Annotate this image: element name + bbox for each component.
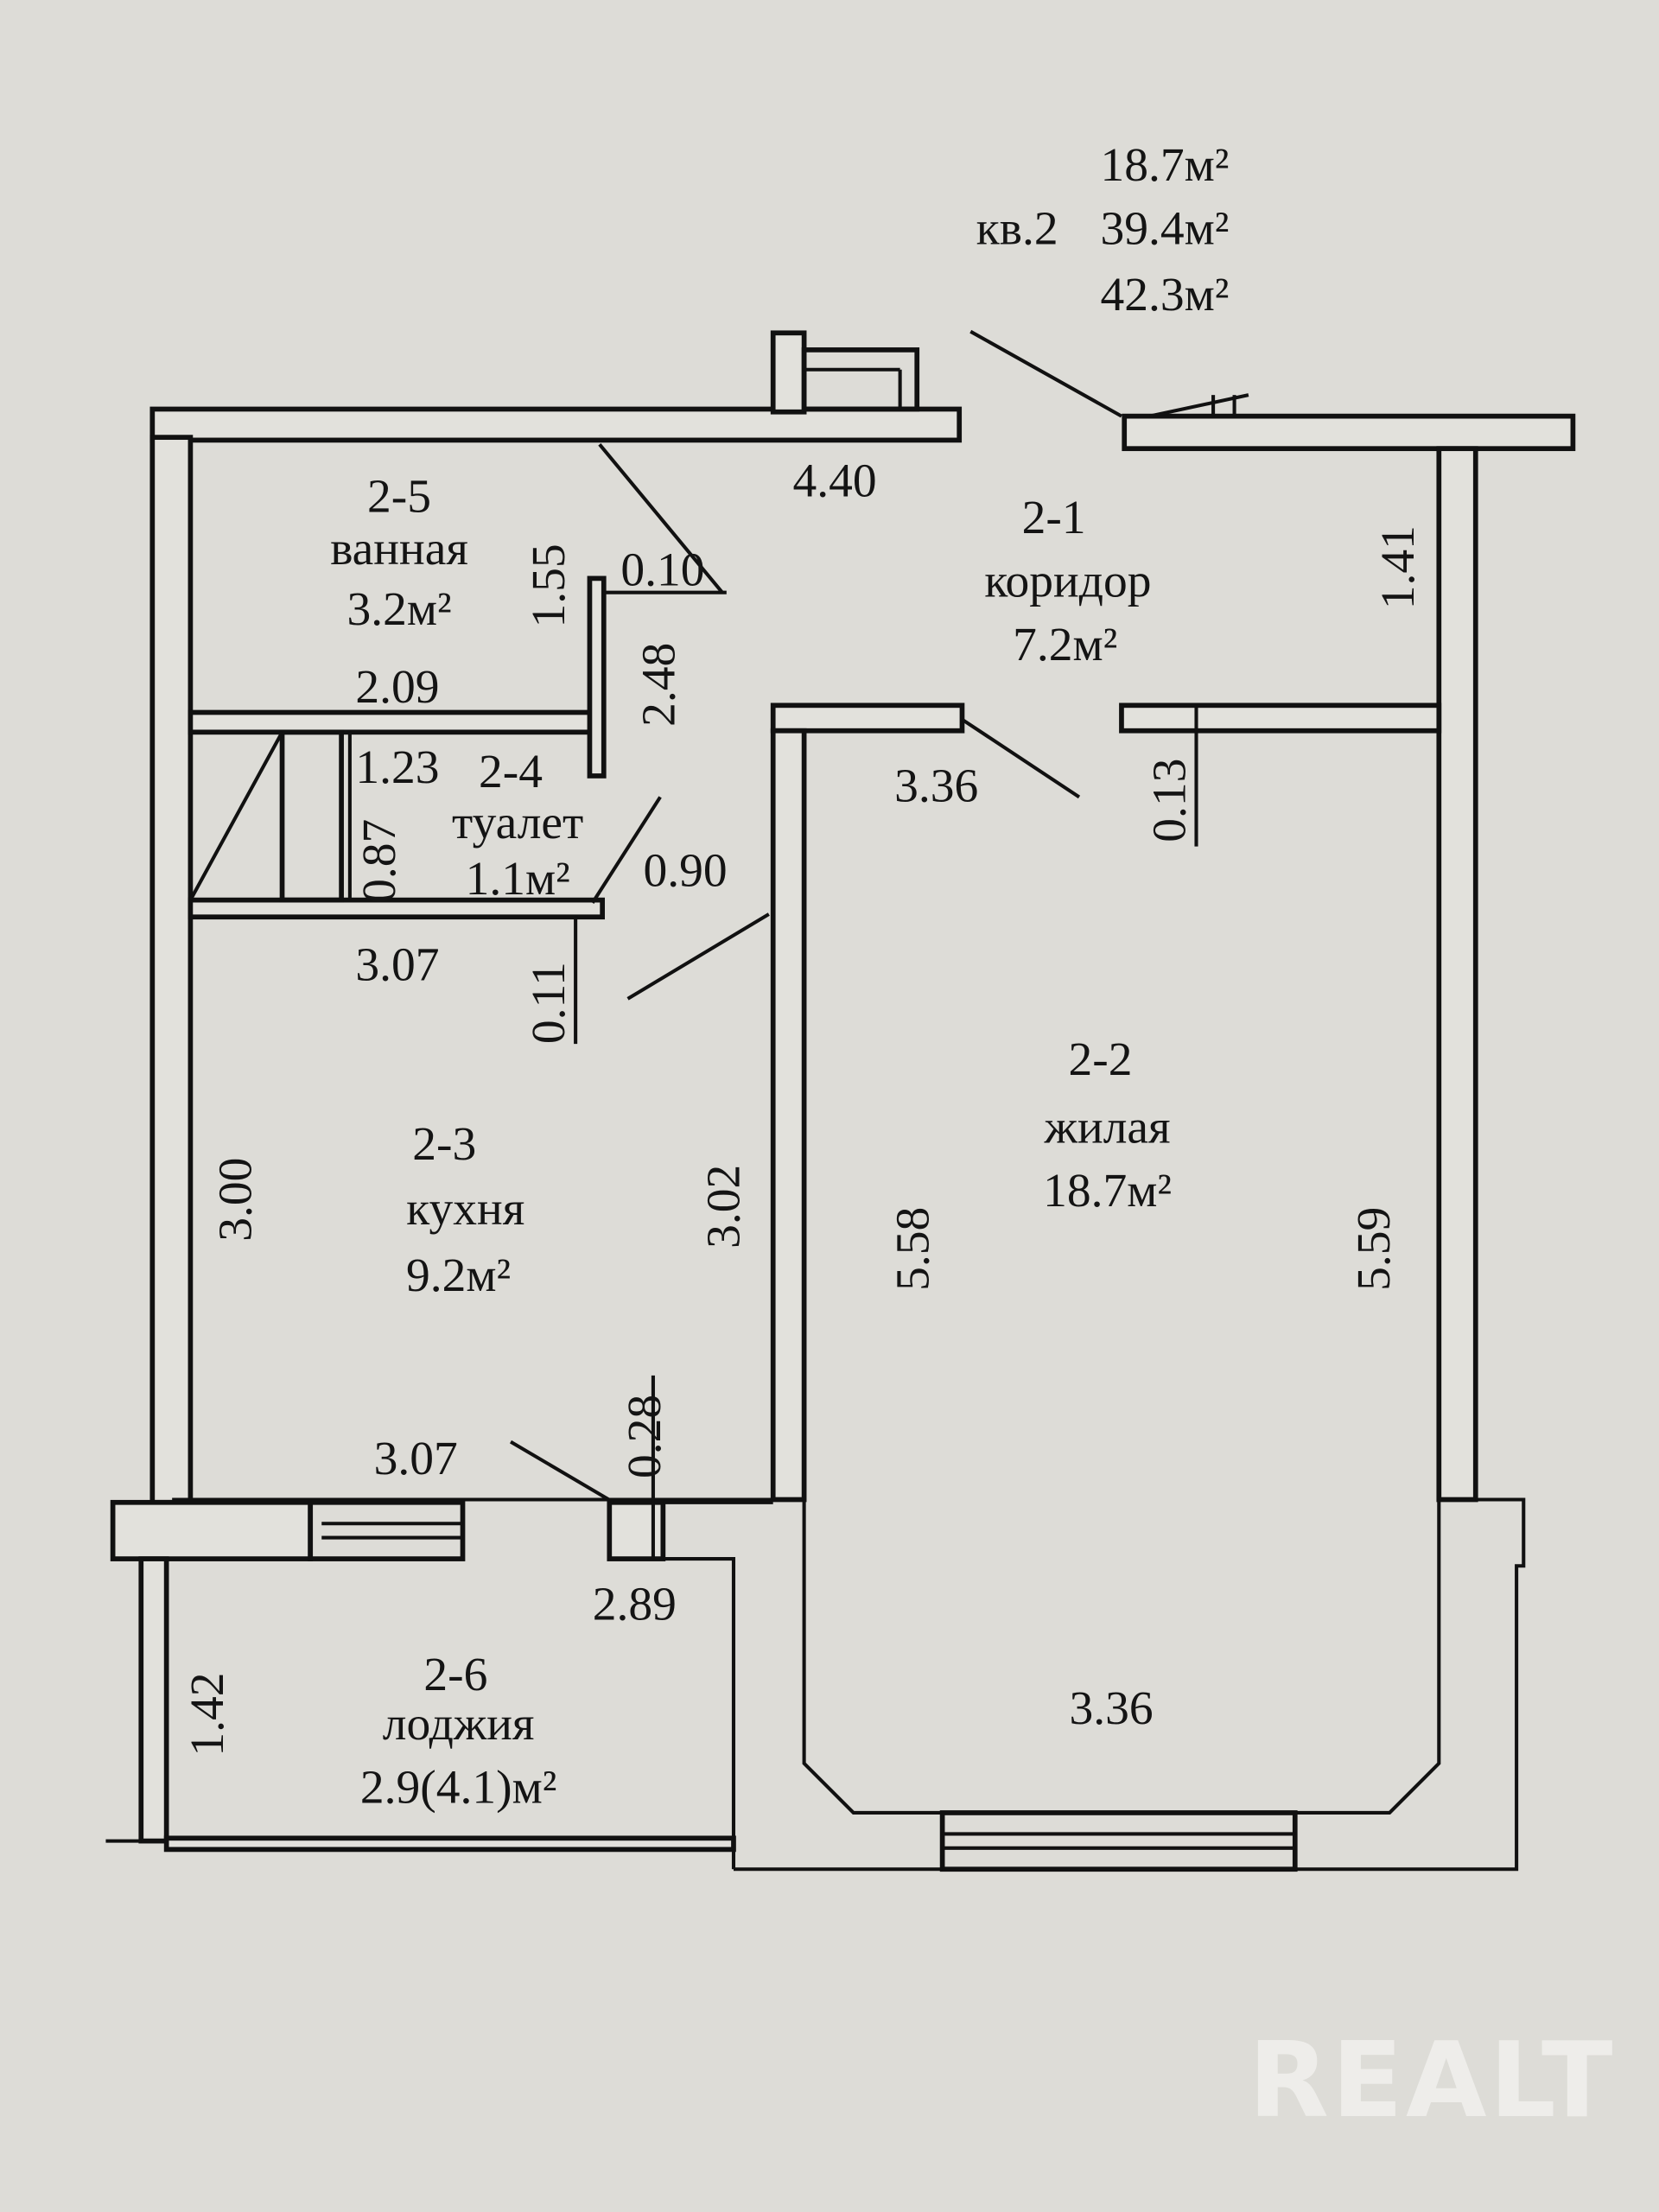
room-id: 2-3 xyxy=(412,1118,476,1171)
dim-label: 3.36 xyxy=(1070,1682,1154,1735)
dim-label: 1.42 xyxy=(181,1673,234,1757)
dim-label: 2.48 xyxy=(632,643,685,727)
room-id: 2-2 xyxy=(1068,1033,1132,1086)
room-area: 3.2м² xyxy=(346,583,451,636)
apartment-label: кв.2 xyxy=(976,202,1058,255)
dim-label: 0.28 xyxy=(619,1395,671,1478)
room-area: 18.7м² xyxy=(1043,1165,1172,1217)
dim-label: 5.58 xyxy=(887,1207,939,1291)
room-area: 7.2м² xyxy=(1013,619,1117,671)
dim-label: 0.90 xyxy=(643,844,727,897)
room-name: ванная xyxy=(330,523,468,575)
dim-label: 0.10 xyxy=(620,544,704,597)
dim-label: 0.11 xyxy=(523,962,575,1044)
summary-block: 18.7м² кв.2 39.4м² 42.3м² xyxy=(976,139,1230,321)
room-labels: 2-1 коридор 7.2м² 2-2 жилая 18.7м² 2-3 к… xyxy=(330,471,1172,1815)
dim-label: 3.02 xyxy=(698,1165,751,1249)
room-name: жилая xyxy=(1044,1101,1171,1154)
dim-label: 3.00 xyxy=(210,1158,263,1242)
room-area: 9.2м² xyxy=(406,1249,511,1302)
dimension-labels: 4.40 1.41 1.55 0.10 2.09 2.48 1.23 0.87 … xyxy=(181,455,1425,1757)
total-area: 39.4м² xyxy=(1100,202,1229,255)
room-id: 2-5 xyxy=(367,471,431,524)
dim-label: 2.89 xyxy=(593,1578,677,1630)
realt-watermark: REALT xyxy=(1249,2020,1616,2141)
room-id: 2-1 xyxy=(1022,492,1086,544)
dim-label: 4.40 xyxy=(793,455,877,508)
room-name: коридор xyxy=(984,556,1151,608)
room-area: 2.9(4.1)м² xyxy=(360,1762,556,1815)
dim-label: 2.09 xyxy=(355,661,439,714)
room-id: 2-4 xyxy=(479,746,543,798)
room-area: 1.1м² xyxy=(466,853,570,906)
room-name: лоджия xyxy=(383,1698,535,1751)
dim-label: 3.07 xyxy=(355,939,439,992)
total-with-loggia: 42.3м² xyxy=(1100,269,1229,321)
dim-label: 1.41 xyxy=(1372,525,1425,609)
dim-label: 1.23 xyxy=(355,741,439,794)
dim-label: 0.13 xyxy=(1143,759,1196,842)
room-id: 2-6 xyxy=(423,1649,487,1701)
dim-label: 0.87 xyxy=(353,819,406,903)
walls xyxy=(105,329,1576,1872)
dim-label: 5.59 xyxy=(1348,1207,1401,1291)
dim-label: 1.55 xyxy=(523,543,575,627)
dim-label: 3.07 xyxy=(374,1433,458,1485)
room-name: туалет xyxy=(452,797,583,849)
room-name: кухня xyxy=(406,1183,524,1236)
dim-label: 3.36 xyxy=(894,760,978,812)
living-area-total: 18.7м² xyxy=(1100,139,1229,192)
